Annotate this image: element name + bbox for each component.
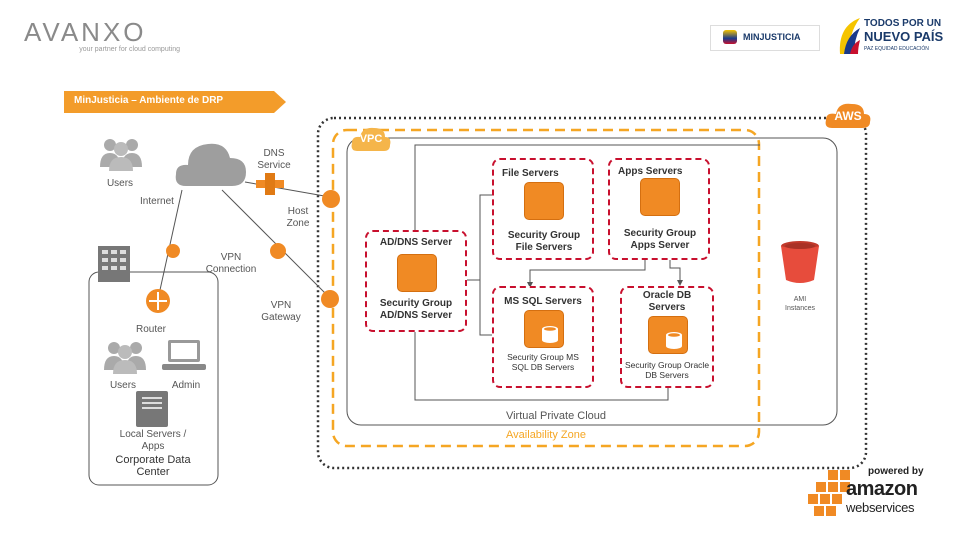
minjusticia-logo: MINJUSTICIA [710, 25, 820, 51]
availability-zone-label: Availability Zone [506, 429, 586, 441]
flag-swoosh-icon [839, 18, 860, 54]
ami-instances-label: AMI Instances [785, 296, 815, 312]
mssql-server-group: MS SQL Servers Security Group MS SQL DB … [492, 286, 594, 388]
ec2-instance-icon [524, 182, 564, 220]
database-icon [524, 310, 564, 348]
file-title: File Servers [502, 168, 559, 179]
oracle-title: Oracle DB Servers [642, 290, 692, 313]
vpn-gateway-label: VPN Gateway [261, 300, 301, 323]
local-servers-label: Local Servers / Apps [119, 429, 187, 452]
router-label: Router [135, 324, 166, 335]
todos-por-un-nuevo-pais-logo: TODOS POR UN NUEVO PAÍS PAZ EQUIDAD EDUC… [836, 16, 954, 58]
addns-title: AD/DNS Server [379, 237, 453, 248]
ec2-instance-icon [640, 178, 680, 216]
addns-server-group: AD/DNS Server Security Group AD/DNS Serv… [365, 230, 467, 332]
vpn-gateway-icon [321, 290, 339, 308]
internet-label: Internet [140, 196, 174, 207]
title-banner: MinJusticia – Ambiente de DRP [64, 91, 286, 113]
avanxo-logo: AVANXO your partner for cloud computing [24, 18, 184, 54]
oracle-group: Security Group Oracle DB Servers [624, 360, 710, 380]
host-zone-icon [322, 190, 340, 208]
users-top-label: Users [106, 178, 134, 189]
vpc-cloud-badge: VPC [350, 125, 392, 153]
ami-bucket-icon [781, 241, 819, 283]
aws-badge-text: AWS [834, 109, 862, 123]
apps-group: Security Group Apps Server [623, 228, 697, 251]
users-bottom-label: Users [109, 380, 137, 391]
users-icon [104, 342, 146, 374]
users-icon [100, 139, 142, 171]
webservices-text: webservices [846, 500, 915, 515]
todos-line3: PAZ EQUIDAD EDUCACIÓN [864, 46, 929, 52]
admin-label: Admin [171, 380, 201, 391]
todos-line1: TODOS POR UN [864, 18, 942, 29]
vpn-connection-label: VPN Connection [205, 252, 257, 275]
file-server-group: File Servers Security Group File Servers [492, 158, 594, 260]
dns-service-icon [256, 173, 284, 195]
laptop-icon [162, 340, 206, 370]
aws-cloud-badge: AWS [824, 100, 872, 130]
minjusticia-text: MINJUSTICIA [743, 32, 801, 42]
ec2-instance-icon [397, 254, 437, 292]
building-icon [98, 246, 130, 282]
customer-gateway-icon [166, 244, 180, 258]
vpc-badge-text: VPC [359, 133, 383, 145]
apps-server-group: Apps Servers Security Group Apps Server [608, 158, 710, 260]
file-group: Security Group File Servers [507, 230, 581, 253]
addns-group: Security Group AD/DNS Server [379, 298, 453, 321]
mssql-title: MS SQL Servers [504, 296, 582, 307]
mssql-group: Security Group MS SQL DB Servers [507, 352, 579, 372]
host-zone-label: Host Zone [286, 206, 310, 229]
vpc-border [346, 137, 838, 426]
corporate-dc-label: Corporate Data Center [115, 454, 191, 478]
virtual-private-cloud-label: Virtual Private Cloud [505, 410, 607, 422]
amazon-text: amazon [846, 478, 918, 500]
apps-title: Apps Servers [618, 166, 683, 177]
availability-zone-border [331, 128, 761, 448]
banner-title: MinJusticia – Ambiente de DRP [74, 95, 224, 106]
server-icon [136, 391, 168, 427]
powered-by-text: powered by [868, 466, 924, 477]
corporate-dc-border [88, 271, 219, 486]
router-icon [146, 289, 170, 313]
internet-cloud-icon [175, 143, 246, 186]
oracle-server-group: Oracle DB Servers Security Group Oracle … [620, 286, 714, 388]
todos-line2: NUEVO PAÍS [864, 29, 944, 44]
dns-service-label: DNS Service [257, 148, 291, 171]
powered-by-aws-logo: powered by amazon webservices [808, 466, 956, 518]
database-icon [648, 316, 688, 354]
aws-region-border [316, 116, 868, 470]
shield-icon [723, 30, 737, 44]
aws-cubes-icon [808, 470, 850, 516]
vpn-connection-icon [270, 243, 286, 259]
avanxo-tagline: your partner for cloud computing [79, 46, 180, 53]
avanxo-logo-text: AVANXO [24, 17, 147, 47]
